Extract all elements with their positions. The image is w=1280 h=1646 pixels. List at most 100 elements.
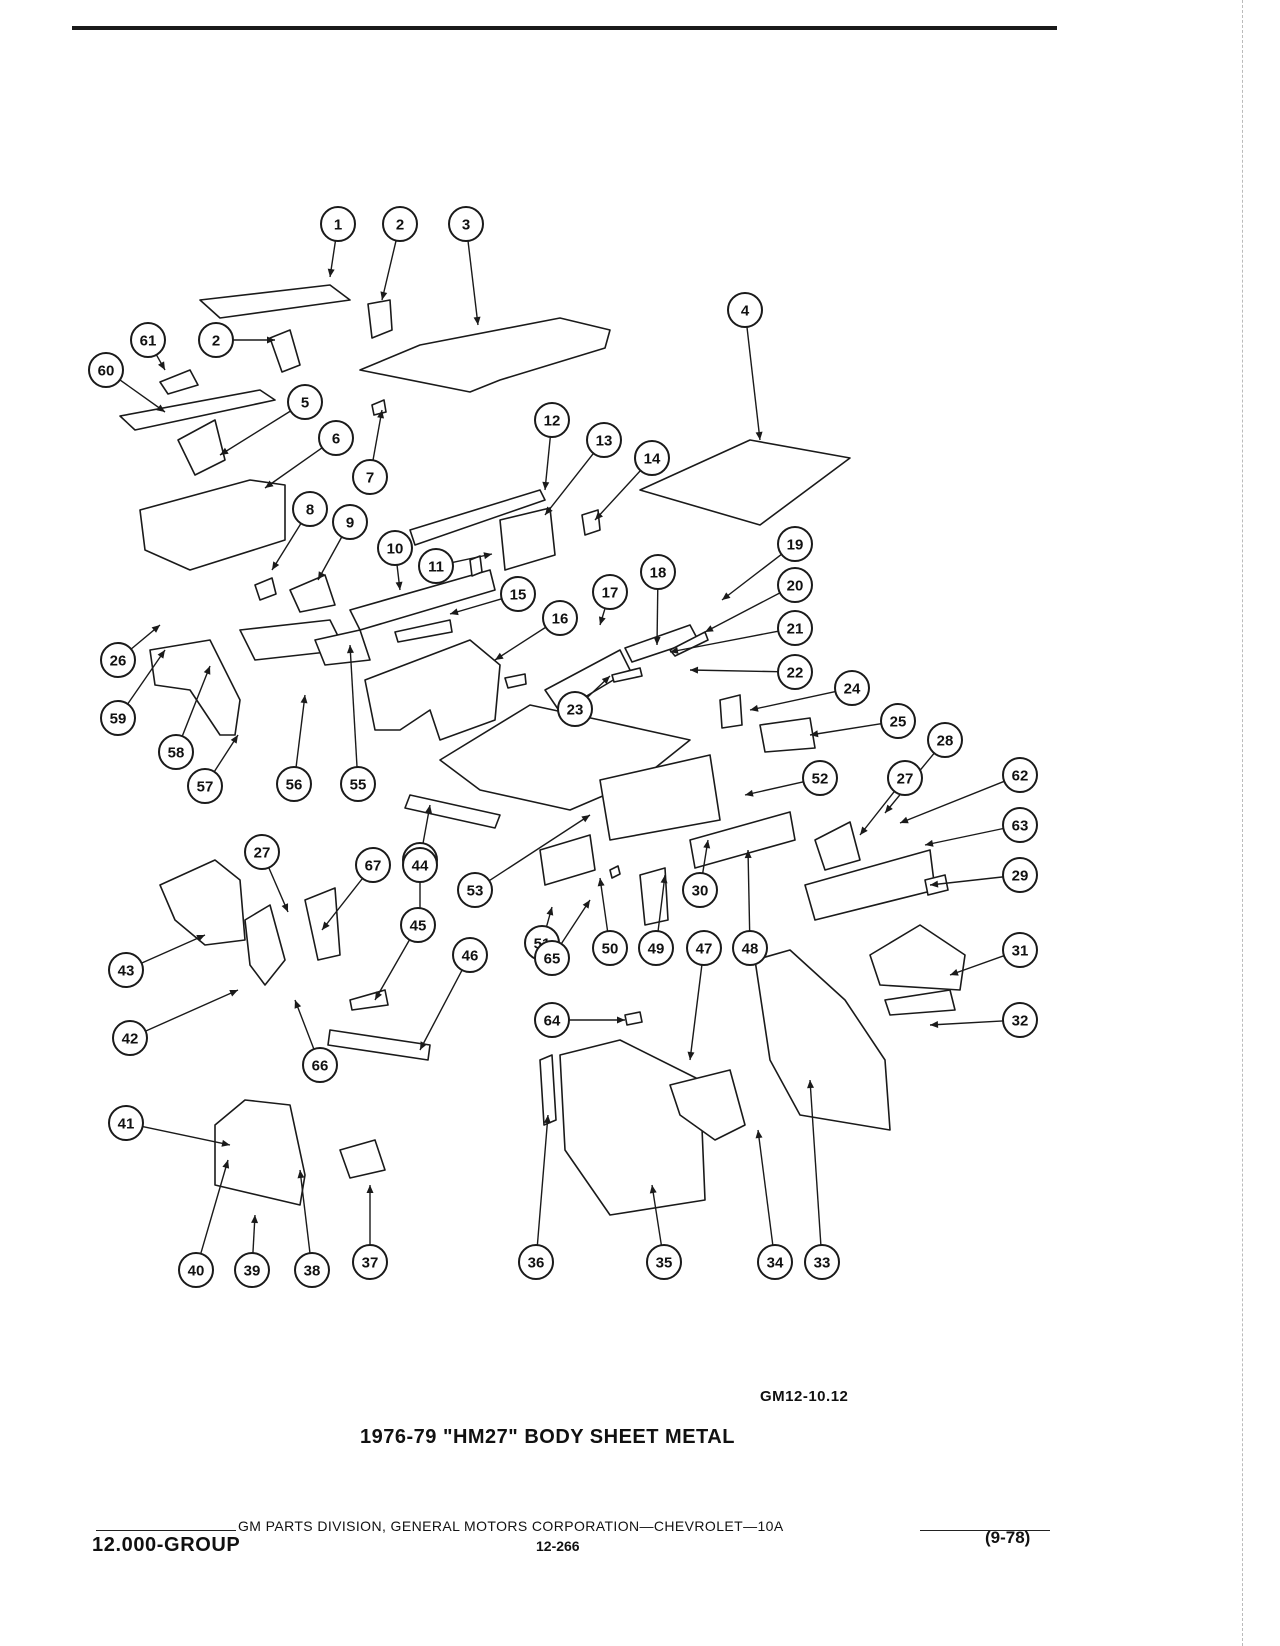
callout: 16 bbox=[542, 600, 578, 636]
revision-date: (9-78) bbox=[985, 1528, 1031, 1547]
callout-circle bbox=[777, 610, 813, 646]
leader-arrowhead bbox=[267, 336, 275, 344]
callout-number: 2 bbox=[396, 217, 404, 234]
callout: 26 bbox=[100, 642, 136, 678]
callout-number: 29 bbox=[1012, 868, 1029, 885]
leader-arrowhead bbox=[380, 291, 388, 300]
leader-line bbox=[268, 867, 289, 913]
leader-lines bbox=[119, 240, 1005, 1254]
leader-arrowhead bbox=[300, 695, 308, 704]
leader-arrowhead bbox=[151, 625, 160, 633]
callout-circle bbox=[640, 554, 676, 590]
callout: 58 bbox=[158, 734, 194, 770]
callout-number: 40 bbox=[188, 1263, 205, 1280]
group-number: 12.000-GROUP bbox=[92, 1534, 241, 1556]
callout-number: 30 bbox=[692, 883, 709, 900]
callout: 40 bbox=[178, 1252, 214, 1288]
callout: 3 bbox=[448, 206, 484, 242]
callout: 38 bbox=[294, 1252, 330, 1288]
leader-line bbox=[651, 1184, 663, 1246]
leader-arrowhead bbox=[229, 990, 238, 997]
callout: 37 bbox=[352, 1244, 388, 1280]
callout-circle bbox=[130, 322, 166, 358]
callout-number: 15 bbox=[510, 587, 527, 604]
callout-circle bbox=[880, 703, 916, 739]
callout-number: 22 bbox=[787, 665, 804, 682]
leader-arrowhead bbox=[744, 850, 752, 859]
callout: 67 bbox=[355, 847, 391, 883]
callout: 17 bbox=[592, 574, 628, 610]
callout: 18 bbox=[640, 554, 676, 590]
callout-number: 67 bbox=[365, 858, 382, 875]
leader-arrowhead bbox=[220, 447, 229, 455]
callout-number: 64 bbox=[544, 1013, 561, 1030]
callout: 41 bbox=[108, 1105, 144, 1141]
leader-line bbox=[744, 781, 804, 796]
callout-circle bbox=[352, 459, 388, 495]
callout-number: 49 bbox=[648, 941, 665, 958]
callout-number: 53 bbox=[467, 883, 484, 900]
leader-arrowhead bbox=[281, 903, 289, 912]
callout-number: 16 bbox=[552, 611, 569, 628]
part-drawing bbox=[159, 859, 246, 946]
part-drawing bbox=[199, 284, 351, 319]
callout-circle bbox=[377, 530, 413, 566]
callout-number: 1 bbox=[334, 217, 342, 234]
callout-number: 56 bbox=[286, 777, 303, 794]
callout: 62 bbox=[1002, 757, 1038, 793]
part-drawing bbox=[504, 673, 527, 689]
callout: 28 bbox=[927, 722, 963, 758]
callout: 21 bbox=[777, 610, 813, 646]
callout-circle bbox=[187, 768, 223, 804]
callout-number: 23 bbox=[567, 702, 584, 719]
leader-line bbox=[317, 536, 343, 581]
callout-number: 57 bbox=[197, 779, 214, 796]
leader-arrowhead bbox=[222, 1160, 230, 1169]
callout-circle bbox=[198, 322, 234, 358]
leader-line bbox=[809, 1079, 822, 1246]
callout: 65 bbox=[534, 940, 570, 976]
leader-line bbox=[299, 1169, 311, 1254]
callout: 66 bbox=[302, 1047, 338, 1083]
callout-circle bbox=[382, 206, 418, 242]
leader-arrowhead bbox=[377, 410, 385, 419]
leader-line bbox=[200, 1159, 229, 1254]
callout-circle bbox=[355, 847, 391, 883]
part-drawing bbox=[394, 619, 453, 643]
leader-line bbox=[449, 598, 502, 615]
leader-line bbox=[544, 452, 595, 516]
leader-arrowhead bbox=[366, 1185, 374, 1193]
leader-arrowhead bbox=[755, 1130, 763, 1139]
leader-arrowhead bbox=[546, 907, 554, 916]
callout-number: 63 bbox=[1012, 818, 1029, 835]
callout-number: 66 bbox=[312, 1058, 329, 1075]
leader-line bbox=[536, 1114, 549, 1246]
leader-line bbox=[142, 1125, 231, 1146]
part-drawing bbox=[364, 639, 501, 741]
callout: 24 bbox=[834, 670, 870, 706]
leader-arrowhead bbox=[755, 431, 763, 440]
callout: 47 bbox=[686, 930, 722, 966]
callout-circle bbox=[534, 402, 570, 438]
leader-line bbox=[689, 964, 703, 1061]
part-drawing bbox=[244, 904, 286, 986]
callout-circle bbox=[518, 1244, 554, 1280]
leader-arrowhead bbox=[649, 1185, 657, 1194]
part-drawing bbox=[349, 569, 496, 631]
leader-line bbox=[704, 592, 781, 633]
leader-arrowhead bbox=[294, 1000, 302, 1009]
callout-circle bbox=[112, 1020, 148, 1056]
callout: 45 bbox=[400, 907, 436, 943]
leader-line bbox=[321, 877, 364, 931]
callout-number: 55 bbox=[350, 777, 367, 794]
callout: 55 bbox=[340, 766, 376, 802]
leader-arrowhead bbox=[595, 511, 603, 520]
callout: 35 bbox=[646, 1244, 682, 1280]
callout-circle bbox=[542, 600, 578, 636]
leader-line bbox=[294, 999, 315, 1050]
leader-line bbox=[899, 780, 1005, 824]
callout: 11 bbox=[418, 548, 454, 584]
leader-arrowhead bbox=[158, 361, 165, 370]
leader-arrowhead bbox=[750, 704, 759, 712]
